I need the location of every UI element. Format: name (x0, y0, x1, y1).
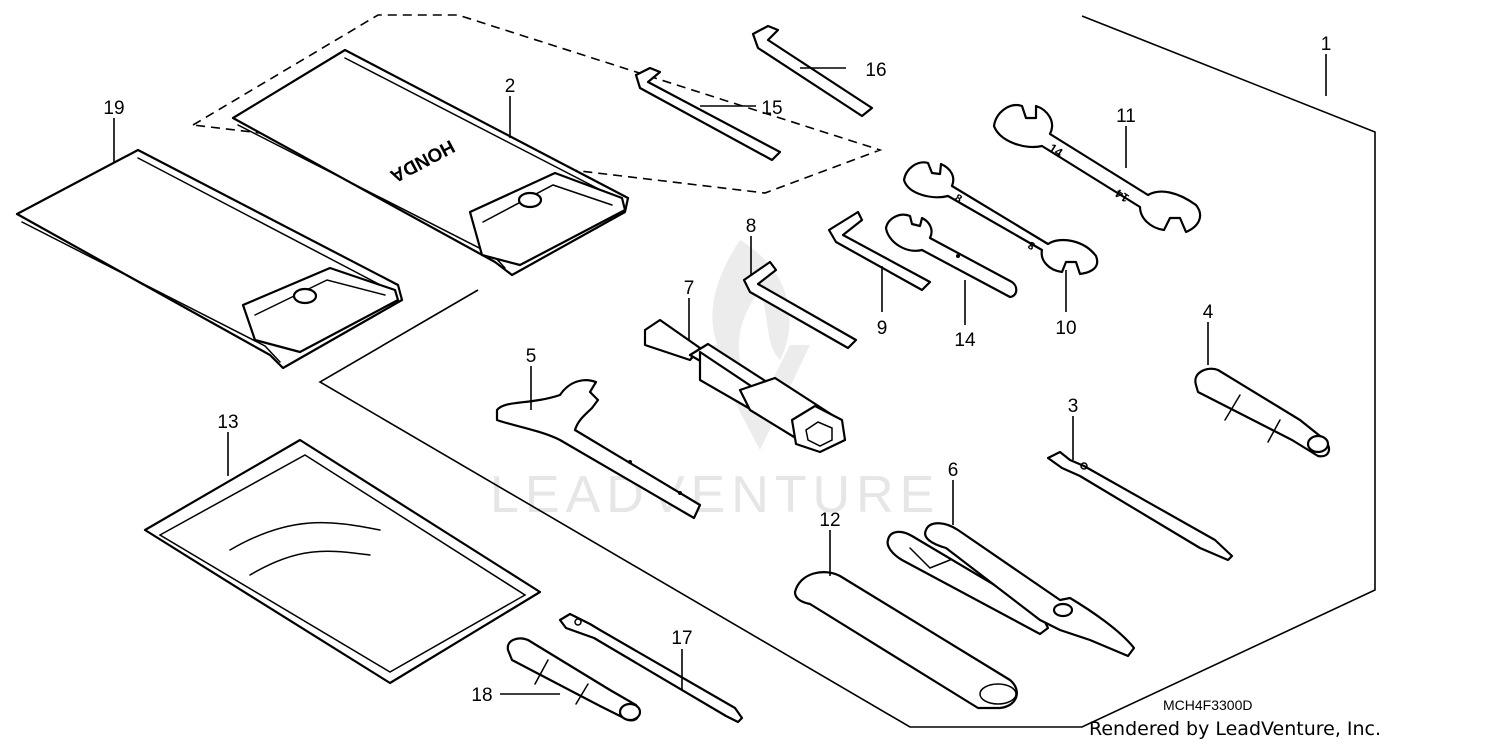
part-19-tool-bag (15, 148, 404, 370)
diagram-code: MCH4F3300D (1163, 697, 1253, 713)
wrench-10-marking-a: 8 (953, 192, 964, 205)
callout-6: 6 (948, 460, 959, 481)
callout-15: 15 (761, 98, 782, 119)
part-8-hex-key (742, 260, 858, 350)
part-10-wrench: 8 8 (902, 161, 1099, 276)
callout-19: 19 (103, 98, 124, 119)
callout-17: 17 (671, 628, 692, 649)
part-13-plastic-pouch (143, 438, 542, 685)
callout-10: 10 (1055, 318, 1076, 339)
callout-4: 4 (1203, 302, 1214, 323)
callout-5: 5 (526, 346, 537, 367)
callout-11: 11 (1116, 106, 1136, 127)
part-12-grip-sleeve (793, 571, 1018, 710)
callout-3: 3 (1068, 396, 1079, 417)
callout-12: 12 (819, 510, 840, 531)
render-credit: Rendered by LeadVenture, Inc. (1089, 718, 1382, 740)
part-18-driver-handle (506, 637, 642, 722)
leader-lines (113, 54, 1327, 695)
part-11-wrench: 14 14 (992, 104, 1202, 234)
callout-13: 13 (217, 412, 238, 433)
part-3-screwdriver (1046, 450, 1234, 562)
callout-2: 2 (505, 76, 516, 97)
part-17-screwdriver-blade (558, 612, 744, 724)
callout-1: 1 (1321, 34, 1332, 55)
callout-9: 9 (877, 318, 888, 339)
part-5-spanner (495, 379, 702, 520)
part-15-hex-key (634, 66, 782, 162)
part-4-driver-handle (1194, 367, 1331, 458)
bag-group-frame (192, 14, 883, 194)
part-16-hex-key (751, 24, 874, 118)
callout-numbers: 1 2 3 4 5 6 7 8 9 10 11 12 13 14 15 16 1… (103, 34, 1331, 706)
part-9-hex-key (827, 210, 932, 292)
callout-16: 16 (865, 60, 886, 81)
callout-7: 7 (684, 278, 695, 299)
part-2-tool-bag: HONDA (231, 48, 630, 277)
part-14-wrench (884, 213, 1018, 299)
wrench-10-marking-b: 8 (1026, 238, 1037, 251)
callout-18: 18 (471, 685, 492, 706)
watermark-text: LEADVENTURE (490, 466, 940, 524)
part-6-pliers (886, 522, 1136, 658)
callout-14: 14 (954, 330, 976, 351)
part-7-spark-plug-wrench (643, 318, 847, 454)
main-group-frame (318, 15, 1376, 728)
callout-8: 8 (746, 216, 757, 237)
